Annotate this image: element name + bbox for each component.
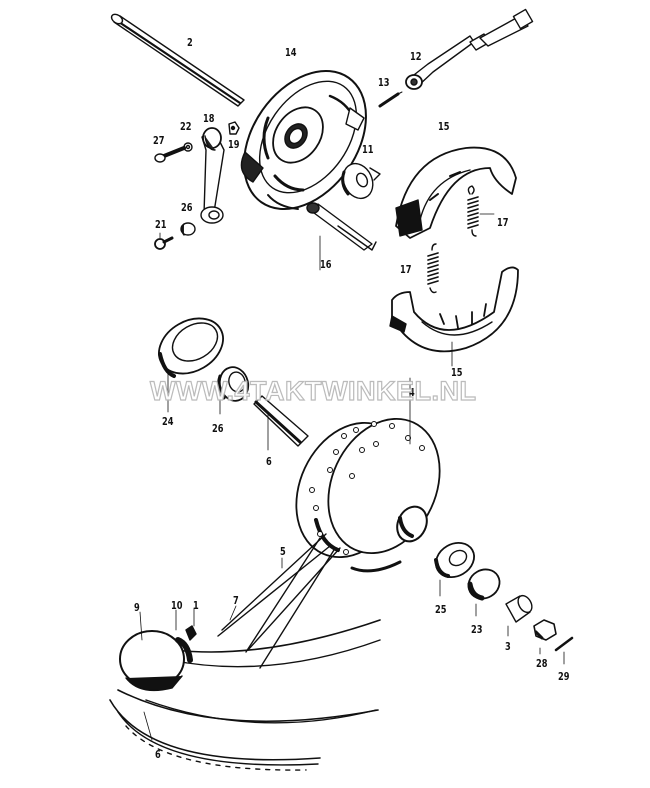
part-label-6-rim: 6 bbox=[155, 748, 161, 761]
part-label-28: 28 bbox=[536, 657, 548, 670]
part-label-25: 25 bbox=[435, 603, 447, 616]
part-label-17-right: 17 bbox=[497, 216, 509, 229]
part-label-27: 27 bbox=[153, 134, 165, 147]
axle-nut-part bbox=[533, 619, 557, 655]
part-label-17-left: 17 bbox=[400, 263, 412, 276]
lower-brake-shoe-part bbox=[389, 266, 519, 367]
pin-part bbox=[378, 91, 403, 108]
part-label-7: 7 bbox=[233, 594, 239, 607]
part-label-9: 9 bbox=[134, 601, 140, 614]
collar-bolt-part bbox=[154, 222, 196, 250]
part-label-16: 16 bbox=[320, 258, 332, 271]
part-label-26-upper: 26 bbox=[181, 201, 193, 214]
part-label-19: 19 bbox=[228, 138, 240, 151]
watermark: WWW.4TAKTWINKEL.NL bbox=[149, 375, 477, 406]
bearing-right-part bbox=[434, 542, 475, 597]
part-label-26-lower: 26 bbox=[212, 422, 224, 435]
part-label-10: 10 bbox=[171, 599, 183, 612]
part-label-18: 18 bbox=[203, 112, 215, 125]
part-label-15-upper: 15 bbox=[438, 120, 450, 133]
part-label-14: 14 bbox=[285, 46, 297, 59]
part-label-2: 2 bbox=[187, 36, 193, 49]
part-label-11: 11 bbox=[362, 143, 374, 156]
axle-part bbox=[110, 13, 245, 107]
cable-fitting-part bbox=[405, 8, 534, 90]
part-label-6-collar: 6 bbox=[266, 455, 272, 468]
distance-collar-part bbox=[253, 395, 309, 451]
part-label-21: 21 bbox=[155, 218, 167, 231]
part-label-15-lower: 15 bbox=[451, 366, 463, 379]
part-label-12: 12 bbox=[410, 50, 422, 63]
part-label-5: 5 bbox=[280, 545, 286, 558]
part-label-3: 3 bbox=[505, 640, 511, 653]
cotter-pin-part bbox=[554, 636, 574, 665]
part-label-24: 24 bbox=[162, 415, 174, 428]
brake-arm-part bbox=[200, 127, 225, 224]
part-label-4: 4 bbox=[409, 386, 415, 399]
bearing-part bbox=[217, 366, 250, 415]
part-label-23: 23 bbox=[471, 623, 483, 636]
rim-tire-part bbox=[109, 533, 381, 771]
nut-part bbox=[228, 121, 240, 135]
part-label-29: 29 bbox=[558, 670, 570, 683]
brake-panel-part bbox=[240, 69, 367, 211]
part-label-13: 13 bbox=[378, 76, 390, 89]
collar-right-part bbox=[505, 594, 533, 637]
part-label-1: 1 bbox=[193, 599, 199, 612]
bolt-washer-part bbox=[154, 142, 193, 163]
hub-part bbox=[295, 377, 441, 573]
part-label-22: 22 bbox=[180, 120, 192, 133]
oil-seal-part bbox=[158, 317, 224, 413]
upper-brake-shoe-part bbox=[395, 146, 517, 239]
brake-cam-part bbox=[306, 202, 377, 271]
speedometer-gear-part bbox=[341, 162, 381, 200]
dust-seal-part bbox=[467, 568, 501, 617]
spring-parts bbox=[427, 185, 495, 294]
